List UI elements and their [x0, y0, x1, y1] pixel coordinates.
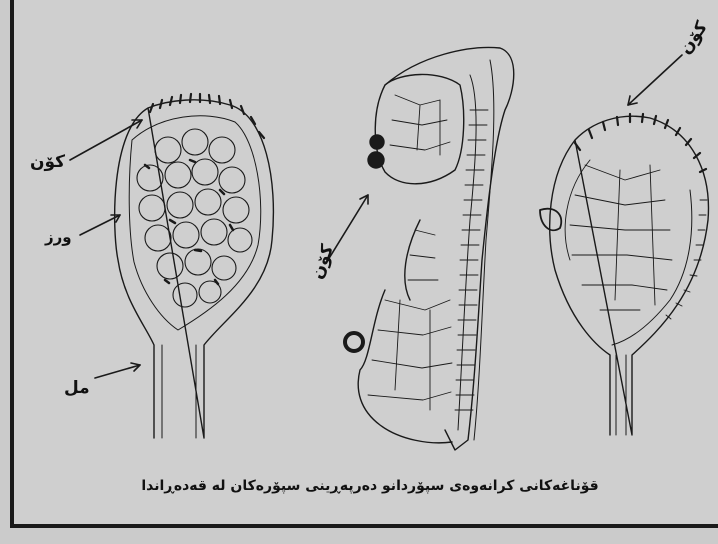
opening-capsule-drawing [345, 47, 514, 450]
closed-capsule-drawing [115, 94, 274, 438]
spores-label: ورز [45, 228, 72, 246]
wall-label-left: کۆن [30, 152, 65, 172]
open-capsule-drawing [540, 114, 708, 435]
figure-caption: قۆناغەکانی کرانەوەی سپۆردانو دەرپەڕینی س… [110, 478, 630, 494]
stalk-label: مل [64, 378, 90, 398]
